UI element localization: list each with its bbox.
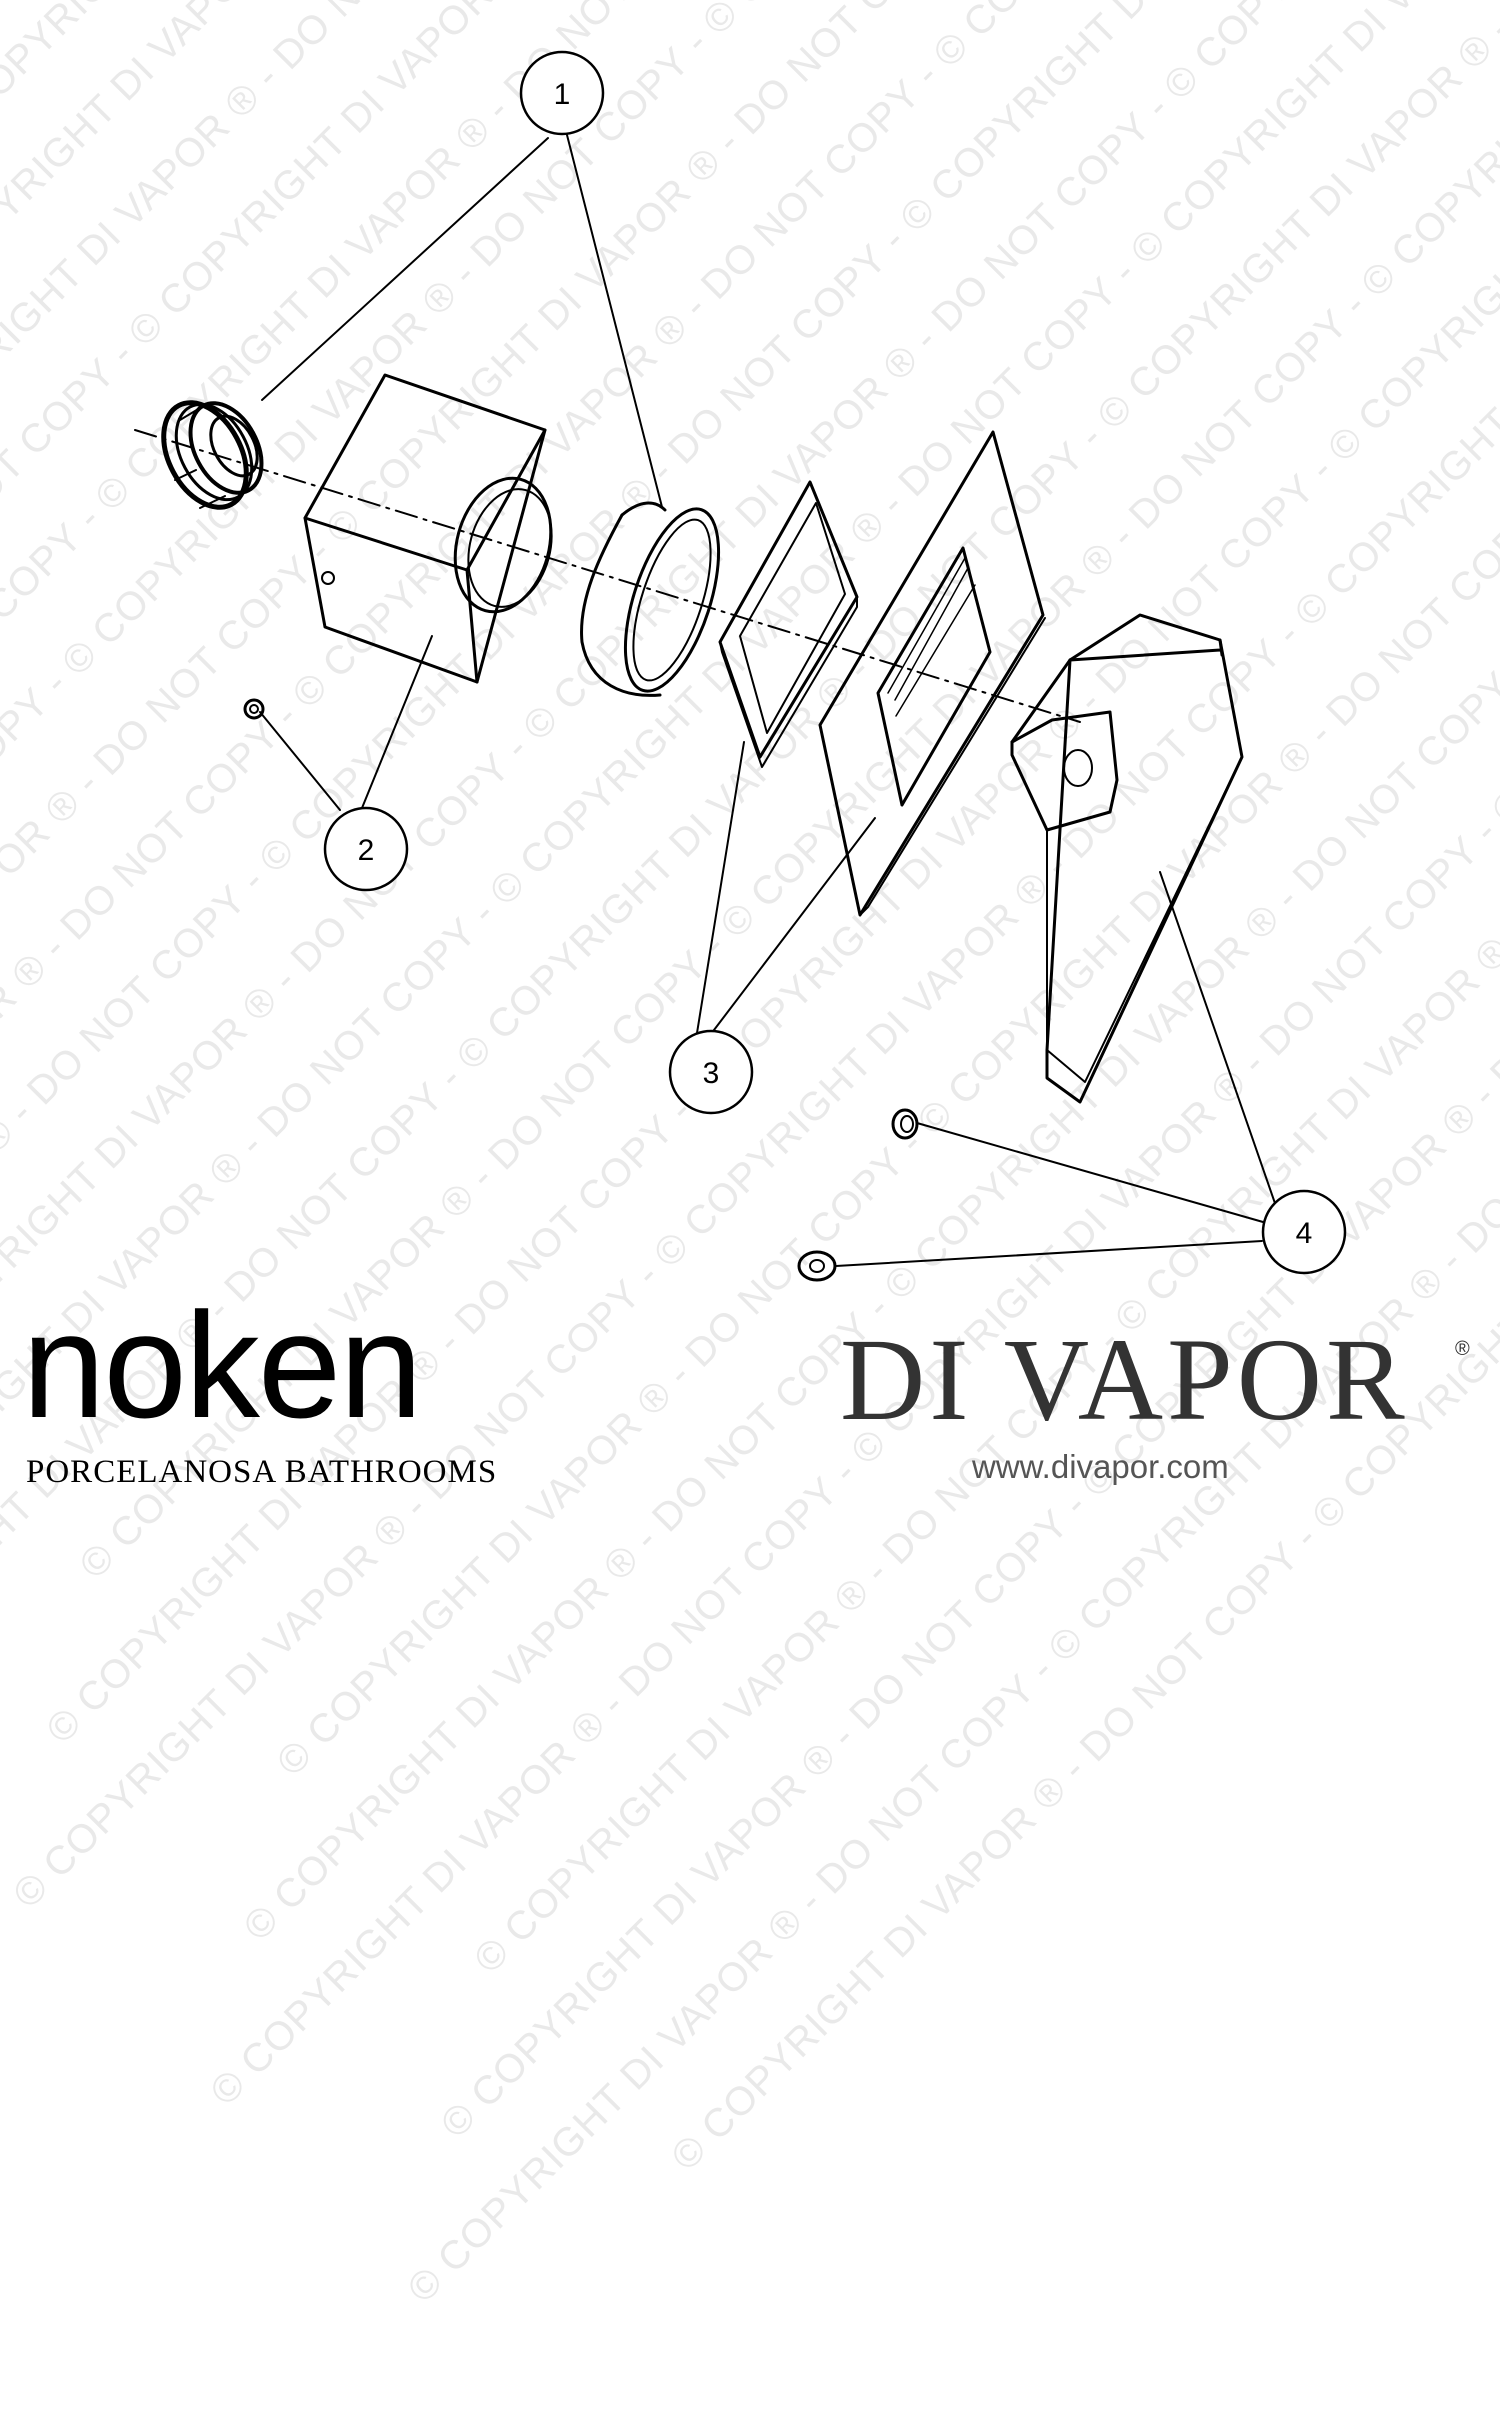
exploded-parts-diagram: 1 2 3 4 <box>134 50 1347 1282</box>
assembly-axis <box>134 429 1081 723</box>
leader-line-3a <box>696 741 745 1034</box>
leader-line-4c <box>835 1240 1263 1267</box>
grub-screw-part <box>243 698 265 720</box>
leader-line-2a <box>259 711 341 811</box>
leader-line-2b <box>361 635 433 809</box>
brand-tagline: PORCELANOSA BATHROOMS <box>26 1454 498 1490</box>
leader-line-4b <box>916 1122 1264 1223</box>
callout-number: 2 <box>358 834 375 867</box>
callout-3: 3 <box>668 1029 754 1115</box>
cylinder-sleeve-part <box>580 501 721 697</box>
divapor-name: DI VAPOR <box>840 1314 1409 1445</box>
callout-4: 4 <box>1261 1189 1347 1275</box>
registered-mark: ® <box>1455 1338 1470 1360</box>
hex-nut-part <box>797 1250 837 1282</box>
small-nut-part <box>891 1108 919 1140</box>
faceplate-part <box>818 430 1046 917</box>
callout-number: 1 <box>554 78 571 111</box>
divapor-url: www.divapor.com <box>972 1448 1229 1485</box>
callout-2: 2 <box>323 806 409 892</box>
leader-line-4a <box>1159 871 1287 1236</box>
callout-1: 1 <box>519 50 605 136</box>
gasket-frame-part <box>718 480 859 768</box>
noken-logo: noken PORCELANOSA BATHROOMS <box>22 1290 497 1491</box>
leader-line-3b <box>713 817 876 1031</box>
callout-number: 3 <box>703 1057 720 1090</box>
leader-line-1a <box>261 137 549 401</box>
divapor-logo: DI VAPOR ® www.divapor.com <box>840 1314 1470 1486</box>
leader-line-1b <box>566 134 663 508</box>
lever-handle-part <box>1010 613 1244 1104</box>
square-body-part <box>303 373 553 684</box>
brand-name: noken <box>22 1281 423 1449</box>
leader-lines <box>259 134 1287 1267</box>
callout-number: 4 <box>1296 1217 1313 1250</box>
threaded-nut-part <box>161 400 264 510</box>
